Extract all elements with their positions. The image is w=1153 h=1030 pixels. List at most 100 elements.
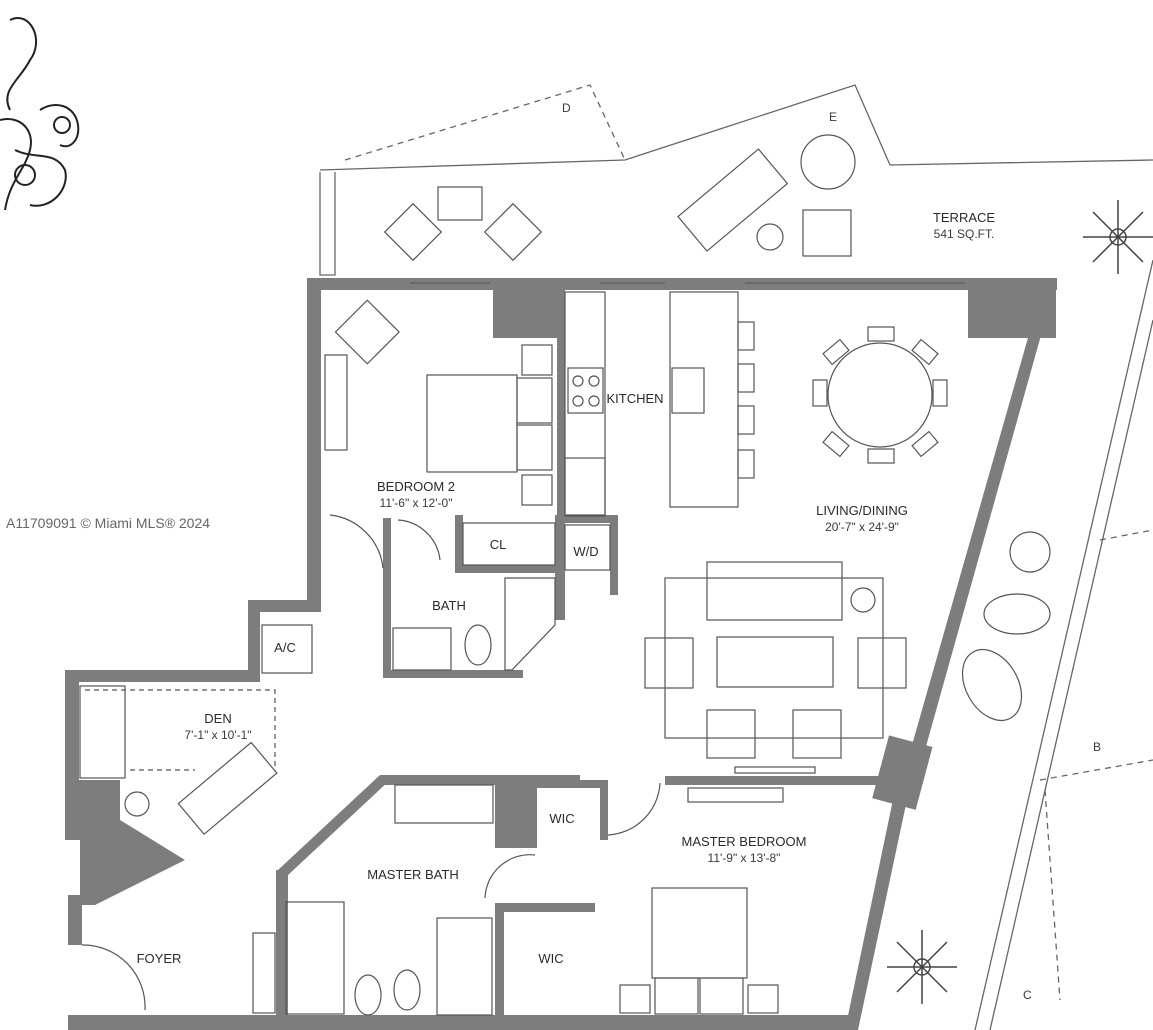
- door-wic: [484, 854, 536, 899]
- door-bed2: [329, 514, 384, 569]
- wall-den-top: [65, 670, 260, 682]
- terrace-dashed-c: [1044, 789, 1061, 1001]
- wall-kitchen-divider: [557, 290, 565, 515]
- bed2-bed: [426, 374, 518, 473]
- master-dresser: [687, 787, 784, 803]
- terrace-lounger: [677, 148, 789, 252]
- wall-master-bath-diag: [278, 775, 390, 875]
- master-toilet-2: [393, 969, 421, 1011]
- fridge: [564, 457, 606, 517]
- terrace-chair-round: [1009, 531, 1051, 573]
- washer-dryer: [564, 524, 611, 571]
- master-toilet-1: [354, 974, 382, 1016]
- island-sink: [671, 367, 705, 414]
- armchair-right: [857, 637, 907, 689]
- wall-master-top: [380, 775, 580, 785]
- bed2-pillow-2: [516, 424, 553, 471]
- wall-upper-wic: [537, 780, 607, 788]
- wall-upper-wic-right: [600, 780, 608, 840]
- wall-wic-mid: [495, 903, 595, 912]
- master-vanity: [394, 784, 494, 824]
- stool-1: [737, 321, 755, 351]
- terrace-dashed-top: [1099, 529, 1153, 541]
- terrace-chair-2: [483, 202, 543, 262]
- bed2-nightstand-2: [521, 474, 553, 506]
- terrace-right-rail-2: [989, 319, 1153, 1030]
- washer-dryer-label: W/D: [573, 544, 599, 559]
- brand-logo: [0, 17, 80, 211]
- master-shower: [436, 917, 493, 1016]
- sofa: [706, 561, 843, 621]
- ref-d: D: [562, 101, 571, 115]
- closet-box: [462, 522, 556, 566]
- stool-2: [737, 363, 755, 393]
- wall-bottom: [68, 1015, 858, 1030]
- master-pillow-1: [654, 977, 699, 1015]
- foyer-cabinet: [252, 932, 276, 1014]
- column-master: [495, 778, 537, 848]
- terrace-plant-2: [887, 930, 957, 1004]
- tv-console: [734, 766, 816, 774]
- wall-wic-vert: [495, 903, 504, 1018]
- ac-label: A/C: [274, 640, 296, 655]
- terrace-daybed: [961, 649, 1023, 721]
- master-bath-label: MASTER BATH: [367, 867, 459, 882]
- wall-top: [307, 278, 1057, 290]
- ref-e: E: [829, 110, 838, 124]
- wall-ac-vert: [248, 600, 260, 680]
- stool-3: [737, 405, 755, 435]
- wall-bath-bottom: [383, 670, 523, 678]
- bath-toilet: [464, 624, 492, 666]
- master-pillow-2: [699, 977, 744, 1015]
- cooktop: [567, 367, 604, 414]
- wall-ac-left: [248, 600, 321, 612]
- terrace-table: [437, 186, 483, 221]
- terrace-outline: [319, 84, 1153, 171]
- kitchen-island: [669, 291, 739, 508]
- terrace-right-rail: [974, 259, 1153, 1030]
- terrace-chair-1: [383, 202, 443, 262]
- side-table: [850, 587, 876, 613]
- mls-watermark: A11709091 © Miami MLS® 2024: [6, 515, 211, 531]
- wall-foyer-left: [68, 895, 82, 945]
- armchair-bottom-2: [792, 709, 842, 759]
- column-1: [493, 278, 563, 338]
- wic-upper-label: WIC: [549, 811, 575, 826]
- bath-label: BATH: [432, 598, 466, 613]
- master-nightstand-2: [747, 984, 779, 1014]
- ref-c: C: [1023, 988, 1032, 1002]
- terrace-round-table: [800, 134, 856, 190]
- terrace-dashed-d: [344, 84, 626, 161]
- shower: [504, 577, 556, 671]
- master-tub: [285, 901, 345, 1015]
- coffee-table: [716, 636, 834, 688]
- wall-bath-left: [383, 518, 391, 678]
- column-3: [872, 735, 933, 810]
- den-sofa: [79, 685, 126, 779]
- terrace-armchair: [802, 209, 852, 257]
- ref-b: B: [1093, 740, 1102, 754]
- kitchen-label: KITCHEN: [606, 391, 664, 406]
- armchair-bottom-1: [706, 709, 756, 759]
- door-master: [607, 782, 661, 836]
- den-desk: [177, 741, 278, 836]
- living-rug: [664, 577, 884, 739]
- wall-right-diag: [912, 278, 1057, 750]
- wic-lower-label: WIC: [538, 951, 564, 966]
- bath-vanity: [392, 627, 452, 671]
- wall-cl: [455, 565, 565, 573]
- bed2-chair: [334, 299, 400, 365]
- ac-unit: [261, 624, 313, 674]
- master-nightstand-1: [619, 984, 651, 1014]
- bed2-pillow-1: [516, 377, 553, 424]
- door-foyer: [81, 944, 146, 1011]
- wall-master-bath-left: [276, 870, 288, 1020]
- bed2-nightstand-1: [521, 344, 553, 376]
- wall-right-lower: [845, 790, 908, 1030]
- wall-master-bed-top: [665, 776, 895, 785]
- wall-den-bottom: [65, 780, 185, 905]
